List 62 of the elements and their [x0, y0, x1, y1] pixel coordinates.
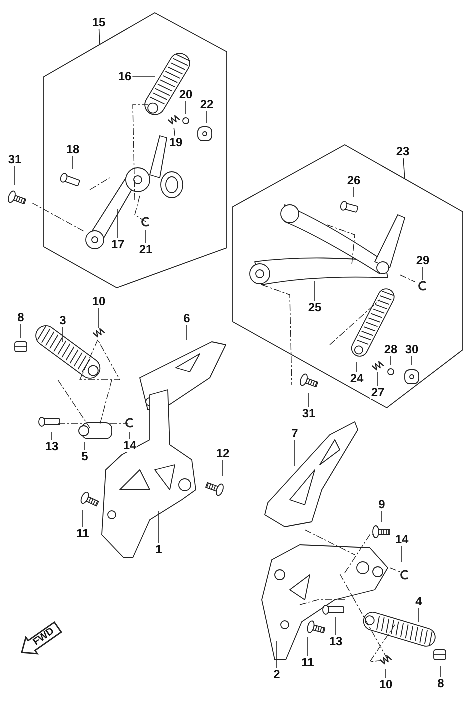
callout-number: 11	[300, 656, 316, 670]
callout-number: 16	[117, 70, 133, 84]
callout-number: 14	[122, 440, 138, 452]
callout-number: 18	[65, 144, 81, 156]
callout-number: 12	[215, 448, 231, 460]
assembly-group-outline	[44, 13, 227, 288]
callout-number: 22	[199, 98, 215, 112]
leader-line	[403, 158, 406, 180]
callout-number: 21	[138, 244, 154, 256]
callout-number: 8	[436, 678, 446, 690]
assembly-group-outline	[233, 145, 463, 408]
callout-number: 19	[168, 136, 184, 150]
callout-number: 10	[91, 296, 107, 308]
callout-number: 13	[44, 440, 60, 454]
callout-number: 28	[383, 344, 399, 356]
callout-number: 20	[178, 88, 194, 102]
leader-line	[294, 440, 296, 467]
leader-line	[20, 324, 22, 339]
leader-line	[222, 460, 224, 477]
callout-number: 5	[80, 450, 90, 464]
callout-number: 8	[16, 312, 26, 324]
leader-line	[186, 325, 188, 341]
callout-number: 15	[91, 16, 107, 30]
callout-number: 13	[328, 636, 344, 648]
callout-number: 23	[395, 146, 411, 158]
callout-number: 27	[370, 386, 386, 400]
callout-number: 14	[394, 534, 410, 546]
leader-line	[314, 281, 316, 302]
callout-number: 17	[110, 238, 126, 252]
callout-number: 31	[7, 154, 23, 166]
callout-number: 31	[301, 408, 317, 420]
leader-line	[82, 510, 84, 528]
leader-line	[72, 156, 74, 170]
leader-line	[62, 327, 64, 343]
callout-number: 25	[307, 302, 323, 314]
leader-line	[308, 393, 310, 408]
leader-line	[206, 111, 208, 124]
callout-number: 6	[182, 312, 192, 326]
leader-line	[98, 308, 100, 329]
callout-number: 3	[58, 314, 68, 328]
callout-number: 11	[76, 528, 90, 540]
leader-line	[132, 76, 156, 78]
leader-line	[98, 29, 100, 46]
callout-number: 30	[404, 344, 420, 356]
callout-number: 24	[349, 372, 365, 386]
leader-line	[422, 267, 424, 281]
callout-number: 1	[154, 544, 164, 556]
callout-number: 7	[290, 428, 300, 440]
callout-number: 29	[415, 254, 431, 268]
callout-number: 4	[414, 596, 424, 608]
leader-line	[84, 442, 86, 451]
callout-number: 26	[346, 174, 362, 188]
callout-number: 9	[378, 498, 386, 512]
leader-line	[174, 128, 176, 137]
leader-line	[356, 362, 358, 373]
leader-line	[390, 356, 392, 366]
leader-line	[440, 666, 442, 678]
leader-line	[14, 166, 16, 186]
callout-number: 10	[378, 678, 394, 692]
leader-line	[158, 511, 160, 544]
callout-number: 2	[272, 668, 282, 682]
leader-line	[418, 608, 420, 623]
